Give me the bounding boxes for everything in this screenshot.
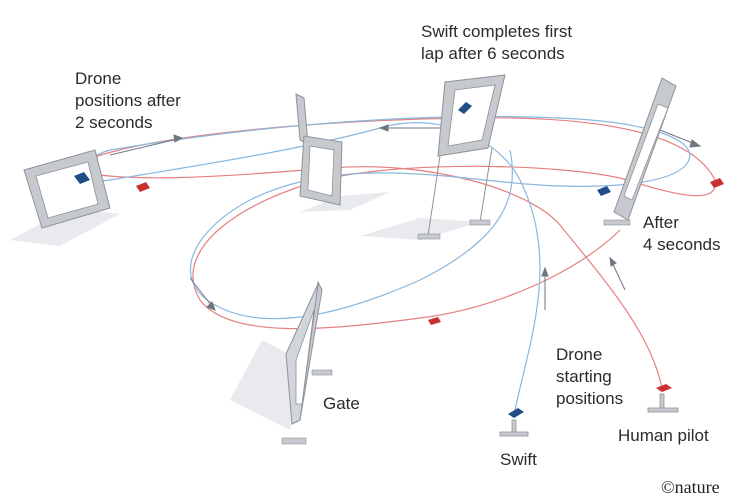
label-start-positions: Drone starting positions <box>556 345 624 408</box>
label-drone-positions: Drone positions after 2 seconds <box>75 69 181 132</box>
label-human-pilot: Human pilot <box>618 426 709 445</box>
label-after-4-seconds: After 4 seconds <box>643 213 721 254</box>
gate-left <box>23 149 111 229</box>
gate-finish <box>417 74 506 240</box>
human-drone-icon <box>136 178 724 392</box>
swift-path <box>81 115 691 411</box>
label-first-lap: Swift completes first lap after 6 second… <box>421 22 573 63</box>
gate-center-tall <box>295 93 343 206</box>
gate-shadows <box>10 192 480 430</box>
direction-arrows <box>109 124 702 311</box>
swift-drone-icon <box>74 102 611 418</box>
label-swift: Swift <box>500 450 537 469</box>
gate-shadow <box>360 218 480 240</box>
gate-bottom <box>281 280 333 445</box>
nature-credit: ©nature <box>661 477 720 497</box>
gate-shadow <box>300 192 390 212</box>
gate-shadow <box>230 340 300 430</box>
label-gate: Gate <box>323 394 360 413</box>
gate-right <box>603 77 677 226</box>
human-pilot-path <box>68 117 716 389</box>
human-start-pad <box>647 393 679 413</box>
gate-shadow <box>10 208 120 246</box>
swift-start-pad <box>499 419 529 437</box>
